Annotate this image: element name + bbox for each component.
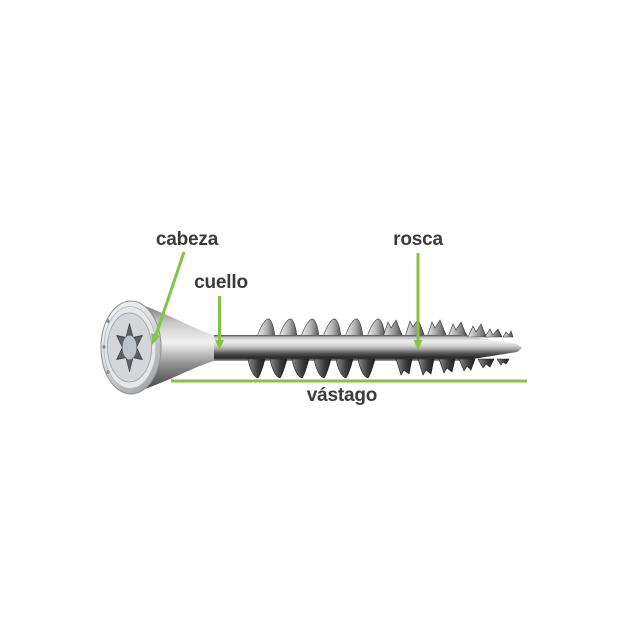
screw-thread-crests-top bbox=[256, 318, 386, 338]
label-shank: vástago bbox=[306, 385, 378, 406]
cuello-pointer bbox=[215, 296, 224, 350]
cuello-pointer-arrowhead-icon bbox=[215, 340, 224, 350]
label-thread: rosca bbox=[393, 229, 443, 250]
label-head: cabeza bbox=[155, 229, 219, 250]
label-neck: cuello bbox=[194, 272, 248, 293]
screw-body bbox=[100, 300, 522, 395]
head-rim-markings bbox=[102, 319, 110, 374]
screw-serrated-crests-top bbox=[382, 318, 514, 338]
cabeza-pointer-arrowhead-icon bbox=[151, 333, 160, 345]
screw-core bbox=[213, 335, 522, 361]
torx-center-highlight bbox=[122, 335, 137, 360]
rosca-pointer-arrowhead-icon bbox=[413, 340, 423, 350]
screw-head bbox=[100, 300, 162, 395]
cabeza-pointer-line bbox=[154, 251, 186, 336]
screw-serrated-crests-bottom bbox=[395, 358, 510, 376]
screw-thread-crests-bottom bbox=[247, 358, 376, 379]
rosca-pointer bbox=[413, 253, 423, 350]
cabeza-pointer bbox=[151, 251, 186, 345]
